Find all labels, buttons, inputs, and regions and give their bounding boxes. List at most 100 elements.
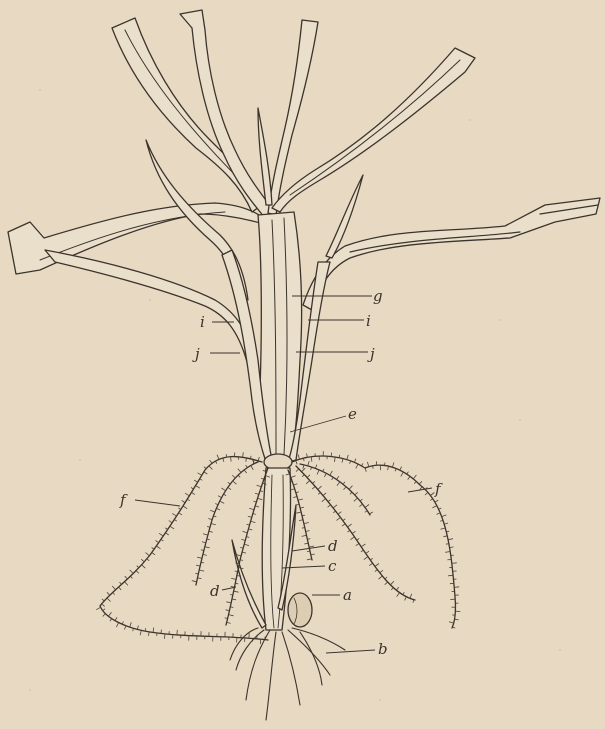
- root-hair: [224, 494, 227, 496]
- label-d-left: d: [210, 582, 220, 600]
- root-hair: [209, 466, 212, 470]
- label-j-left: j: [192, 345, 200, 363]
- root-hair: [304, 543, 308, 544]
- root-hair: [380, 570, 383, 573]
- root-hair: [294, 484, 298, 485]
- root-hair: [223, 458, 224, 462]
- root-hair: [385, 582, 388, 585]
- root-hair: [379, 576, 383, 579]
- root-hair: [359, 504, 362, 507]
- root-hair: [413, 475, 416, 479]
- root-hair: [231, 457, 232, 462]
- root-hair: [312, 486, 315, 489]
- root-hair: [410, 594, 412, 599]
- root-hair: [141, 559, 144, 562]
- root-hair: [347, 455, 349, 460]
- root-hair: [155, 540, 158, 542]
- lower-stem: [262, 468, 290, 630]
- label-b: b: [378, 640, 388, 658]
- root-hair: [166, 533, 169, 535]
- root-hair: [136, 571, 139, 574]
- root-hair: [439, 508, 442, 509]
- root-hair: [306, 531, 310, 532]
- root-hair: [354, 459, 356, 463]
- root-hair: [228, 482, 230, 484]
- root-hair: [332, 477, 334, 480]
- seminal-roots: [230, 628, 345, 720]
- root-hair: [130, 622, 132, 627]
- label-c: c: [328, 557, 337, 575]
- root-hair: [216, 508, 220, 510]
- root-hair: [228, 487, 231, 489]
- root-hair: [337, 476, 339, 479]
- root-hair: [140, 630, 141, 635]
- root-hair: [238, 475, 240, 477]
- root-hair: [170, 526, 174, 529]
- root-hair: [204, 472, 207, 474]
- leaf-spike: [258, 108, 272, 205]
- root-hair: [350, 461, 351, 464]
- root-hair: [348, 524, 352, 527]
- root-hair: [355, 492, 358, 495]
- root-hair: [323, 493, 326, 496]
- root-hair: [391, 588, 393, 590]
- label-f-left: f: [119, 491, 128, 509]
- root-hair: [375, 564, 379, 567]
- root-hair: [408, 476, 410, 479]
- label-f-right: f: [434, 480, 443, 498]
- root-hair: [362, 463, 363, 466]
- root-hair: [307, 475, 310, 478]
- root-hair: [213, 516, 216, 517]
- root-hair: [125, 626, 126, 630]
- root-hair: [232, 475, 235, 478]
- root-hair: [443, 536, 447, 537]
- label-j-right: j: [367, 345, 375, 363]
- root-hair: [324, 473, 326, 477]
- root-hair: [142, 565, 146, 568]
- root-hair: [435, 500, 438, 502]
- root-hair: [403, 592, 405, 595]
- root-hair: [247, 524, 250, 525]
- root-hair: [202, 542, 206, 543]
- root-hair: [396, 587, 399, 590]
- root-hair: [375, 570, 377, 572]
- root-hair: [102, 599, 104, 601]
- root-hair: [187, 499, 190, 501]
- root-hair: [350, 492, 352, 494]
- root-hair: [122, 622, 123, 625]
- root-hair: [296, 469, 299, 472]
- root-hair: [183, 506, 187, 509]
- root-hair: [328, 505, 331, 508]
- root-hair: [221, 488, 225, 491]
- root-hair: [220, 501, 225, 503]
- root-hair: [405, 597, 407, 601]
- root-hair: [210, 510, 215, 512]
- root-hair: [296, 492, 299, 493]
- root-hair: [249, 508, 254, 509]
- root-hair: [444, 523, 448, 524]
- root-hair: [251, 466, 254, 470]
- root-hair: [204, 467, 206, 469]
- root-hair: [260, 639, 261, 644]
- root-hair: [196, 486, 200, 489]
- root-hair: [430, 499, 433, 501]
- root-hair: [453, 571, 457, 572]
- root-hair: [242, 552, 246, 553]
- root-hair: [261, 478, 264, 479]
- root-hair: [317, 470, 319, 475]
- root-hair: [303, 465, 304, 469]
- root-hair: [322, 499, 326, 502]
- root-hair: [231, 578, 236, 579]
- leaf-top-center: [180, 10, 275, 218]
- root-hair: [364, 557, 368, 560]
- root-hair: [430, 493, 434, 496]
- root-hair: [302, 535, 307, 536]
- root-hair: [369, 512, 372, 514]
- root-hair: [107, 592, 110, 595]
- root-hair: [450, 547, 454, 548]
- root-hair: [349, 486, 352, 490]
- root-hair: [255, 506, 259, 507]
- root-hair: [192, 581, 197, 582]
